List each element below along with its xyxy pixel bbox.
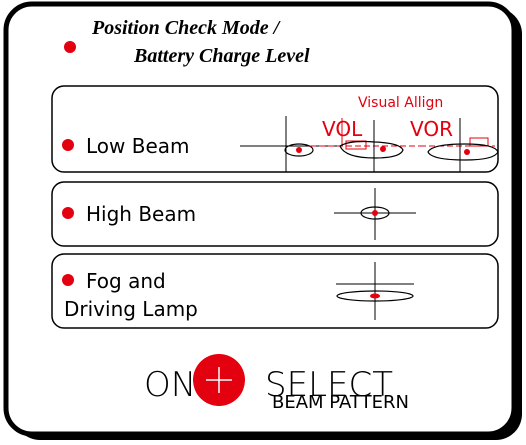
beam-pattern-label: BEAM PATTERN <box>272 392 409 413</box>
on-label: ON <box>144 365 196 405</box>
vor-pattern-icon <box>420 118 499 172</box>
select-label: SELECT <box>265 365 393 405</box>
fog-lamp-led <box>62 274 74 286</box>
vol-label: VOL <box>322 117 363 141</box>
fog-lamp-box[interactable] <box>51 253 499 329</box>
fog-lamp-label-line2: Driving Lamp <box>64 297 198 321</box>
low-beam-box[interactable] <box>51 85 499 173</box>
battery-indicator-led <box>64 41 76 53</box>
high-beam-box[interactable] <box>51 181 499 247</box>
high-beam-pattern-icon <box>334 188 416 240</box>
vol-pattern-icon <box>310 118 420 172</box>
fog-lamp-label-line1: Fog and <box>86 269 166 293</box>
low-beam-led <box>62 139 74 151</box>
low-beam-label: Low Beam <box>86 134 190 158</box>
select-button[interactable] <box>193 354 245 406</box>
high-beam-label: High Beam <box>86 202 196 226</box>
header-title-line1: Position Check Mode / <box>91 17 282 39</box>
fog-lamp-pattern-icon <box>336 262 414 320</box>
vor-label: VOR <box>410 117 453 141</box>
high-beam-led <box>62 207 74 219</box>
header-title-line2: Battery Charge Level <box>133 45 310 67</box>
visual-align-label: Visual Allign <box>358 95 443 111</box>
